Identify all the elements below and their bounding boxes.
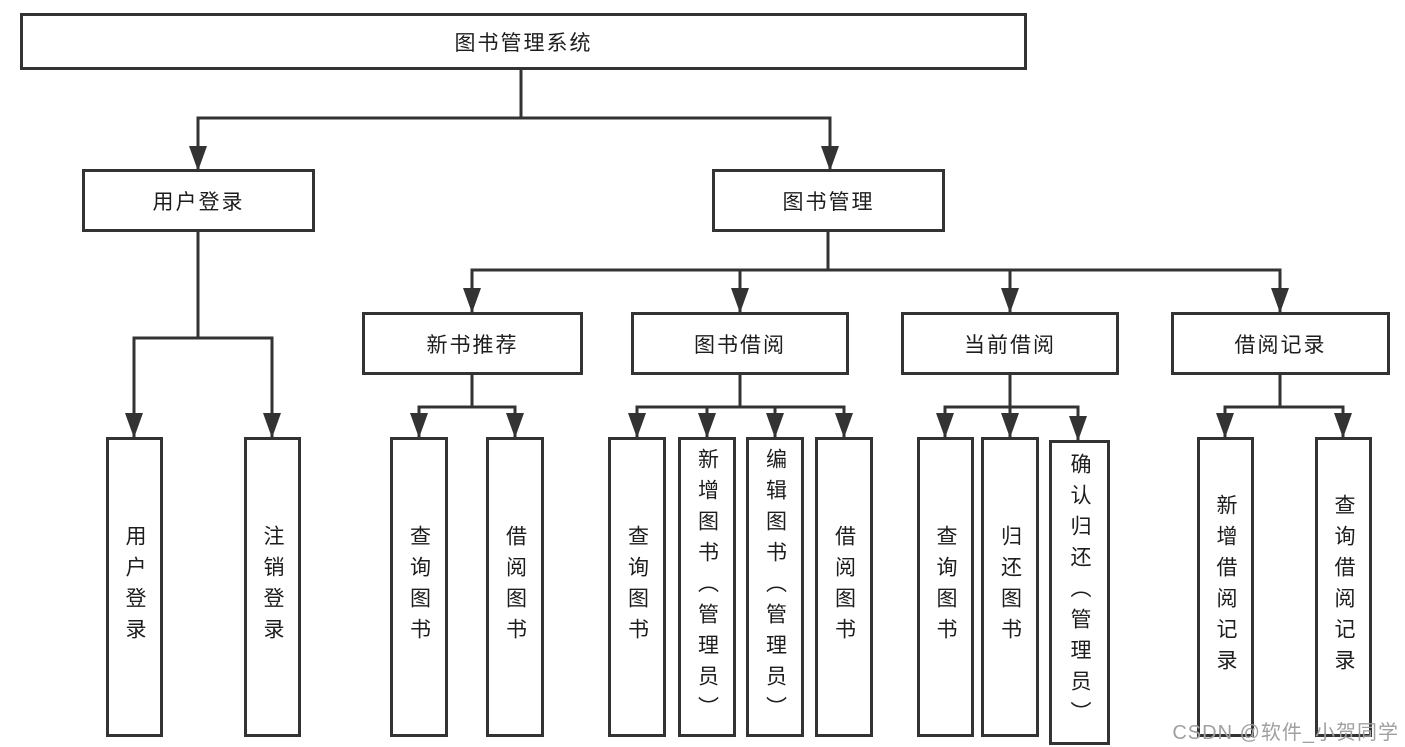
leaf-user-login: 用户登录 xyxy=(106,437,163,737)
leaf-borrow-books-borrowing: 借阅图书 xyxy=(815,437,873,737)
node-library-system: 图书管理系统 xyxy=(20,13,1027,70)
node-user-login: 用户登录 xyxy=(82,169,315,232)
node-label: 当前借阅 xyxy=(964,333,1056,357)
node-label: 用户登录 xyxy=(152,190,245,214)
node-label: 新增借阅记录 xyxy=(1214,494,1237,680)
node-new-book-recommendation: 新书推荐 xyxy=(362,312,583,375)
node-label: 归还图书 xyxy=(998,525,1022,649)
node-label: 新增图书（管理员） xyxy=(695,447,719,727)
arrowhead-icons xyxy=(125,146,1352,441)
leaf-query-borrow-record: 查询借阅记录 xyxy=(1315,437,1372,737)
node-label: 借阅记录 xyxy=(1234,333,1327,357)
node-label: 编辑图书（管理员） xyxy=(763,447,787,727)
leaf-return-books: 归还图书 xyxy=(981,437,1039,737)
node-book-borrowing: 图书借阅 xyxy=(631,312,849,375)
node-label: 注销登录 xyxy=(261,525,284,649)
node-label: 图书借阅 xyxy=(694,333,786,357)
node-label: 查询图书 xyxy=(407,525,431,649)
leaf-query-books-current: 查询图书 xyxy=(917,437,974,737)
leaf-query-books-borrowing: 查询图书 xyxy=(608,437,666,737)
node-borrowing-records: 借阅记录 xyxy=(1171,312,1390,375)
leaf-logout: 注销登录 xyxy=(244,437,301,737)
node-label: 查询图书 xyxy=(625,525,649,649)
node-label: 查询图书 xyxy=(934,525,957,649)
leaf-add-books-admin: 新增图书（管理员） xyxy=(678,437,736,737)
node-label: 确认归还（管理员） xyxy=(1068,453,1091,732)
node-label: 查询借阅记录 xyxy=(1332,494,1355,680)
leaf-edit-books-admin: 编辑图书（管理员） xyxy=(746,437,804,737)
node-label: 新书推荐 xyxy=(426,333,519,357)
node-label: 图书管理 xyxy=(782,190,875,214)
leaf-borrow-books-recommend: 借阅图书 xyxy=(486,437,544,737)
leaf-confirm-return-admin: 确认归还（管理员） xyxy=(1049,440,1110,745)
node-label: 用户登录 xyxy=(123,525,146,649)
leaf-query-books-recommend: 查询图书 xyxy=(390,437,448,737)
node-label: 借阅图书 xyxy=(503,525,527,649)
leaf-add-borrow-record: 新增借阅记录 xyxy=(1197,437,1254,737)
node-label: 借阅图书 xyxy=(832,525,856,649)
watermark: CSDN @软件_小贺同学 xyxy=(1172,722,1399,744)
node-current-borrowing: 当前借阅 xyxy=(901,312,1119,375)
node-book-management: 图书管理 xyxy=(712,169,945,232)
node-label: 图书管理系统 xyxy=(454,31,593,55)
